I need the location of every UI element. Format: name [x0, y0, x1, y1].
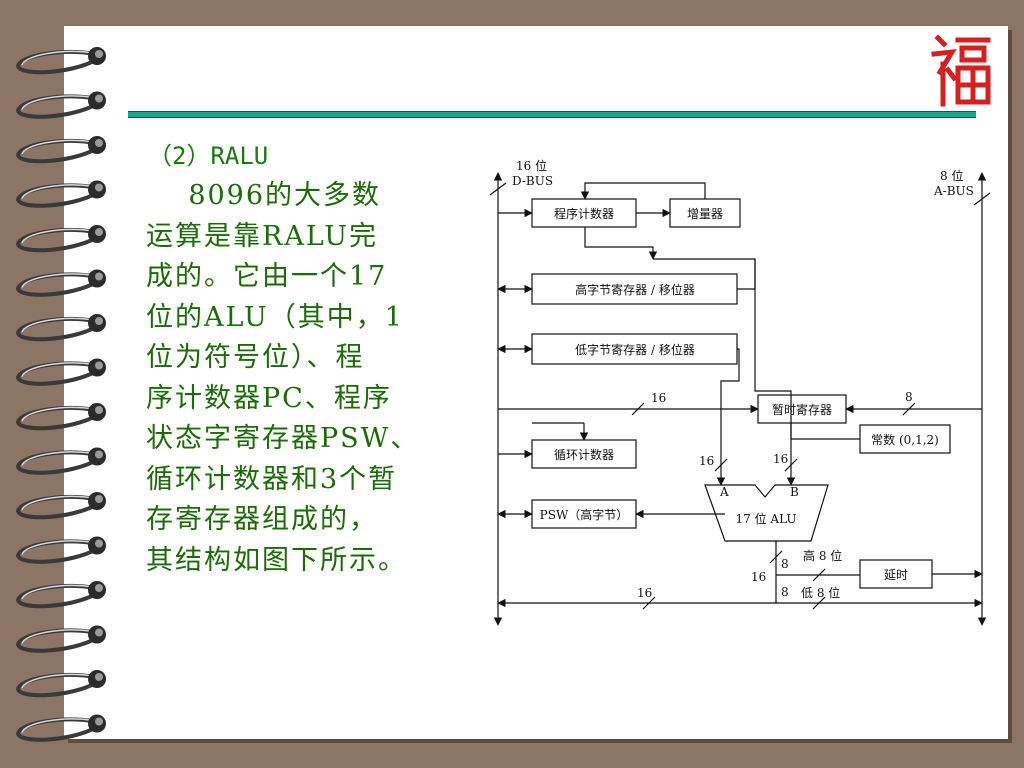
header-rule: [128, 111, 976, 118]
binding-ring: [15, 714, 106, 742]
bottom-bus-tick: [642, 596, 656, 610]
binding-ring: [15, 225, 106, 253]
psw-label: PSW（高字节）: [540, 507, 629, 522]
binding-ring: [15, 136, 106, 164]
dbus-width-label: 16 位: [516, 158, 547, 173]
binding-ring: [15, 269, 106, 297]
high-reg-label: 高字节寄存器 / 移位器: [575, 282, 695, 297]
paragraph-line: 位为符号位）、程: [146, 342, 365, 373]
fu-seal-logo: [931, 34, 991, 107]
out-high-label: 高 8 位: [803, 548, 842, 563]
low-reg-label: 低字节寄存器 / 移位器: [575, 342, 695, 357]
out-high-width-label: 8: [781, 557, 789, 571]
bus8-tick: [902, 402, 916, 416]
abus-name-label: A-BUS: [933, 184, 974, 198]
bus8-label: 8: [905, 390, 913, 404]
binding-ring: [15, 581, 106, 609]
paragraph-line: 序计数器PC、程序: [146, 382, 392, 414]
out-low-width-label: 8: [781, 585, 789, 599]
bottom-bus-label: 16: [637, 586, 652, 600]
binding-ring: [15, 180, 106, 208]
paragraph-line: 运算是靠RALU完: [146, 220, 379, 252]
notebook-page: [64, 26, 1008, 739]
abus-width-tick: [973, 192, 991, 206]
binding-ring: [15, 47, 106, 75]
binding-ring: [15, 625, 106, 653]
description-paragraph: 8096的大多数 运算是靠RALU完 成的。它由一个17 位的ALU（其中，1 …: [146, 176, 446, 581]
alu-output-tick: [769, 550, 783, 564]
alu-a-label: A: [719, 485, 729, 499]
spiral-binding: [15, 47, 106, 742]
constant-label: 常数 (0,1,2): [871, 432, 939, 447]
paragraph-line: 位的ALU（其中，1: [146, 301, 404, 333]
out-low-label: 低 8 位: [801, 585, 840, 600]
alu-label: 17 位 ALU: [736, 511, 797, 526]
binding-ring: [15, 358, 106, 386]
alu-block: [704, 484, 829, 542]
out-total-label: 16: [751, 570, 766, 584]
paragraph-line: 存寄存器组成的，: [146, 504, 378, 535]
binding-ring: [15, 403, 106, 431]
binding-ring: [15, 91, 106, 119]
section-heading: （2）RALU: [148, 142, 269, 170]
bus16-label: 16: [651, 391, 666, 405]
loop-counter-label: 循环计数器: [554, 447, 614, 462]
binding-ring: [15, 670, 106, 698]
binding-ring: [15, 536, 106, 564]
temp-reg-label: 暂时寄存器: [772, 402, 832, 417]
alu-b-label: B: [790, 485, 799, 499]
pc-down-line: [584, 227, 658, 260]
incrementer-label: 增量器: [687, 207, 723, 221]
paragraph-line: 其结构如图下所示。: [146, 544, 407, 576]
paragraph-line: 成的。它由一个17: [146, 261, 388, 292]
high8-tick: [812, 568, 826, 582]
paragraph-line: 状态字寄存器PSW、: [146, 423, 420, 454]
ralu-block-diagram: 16 位 D-BUS 8 位 A-BUS 程序计数器 增量器 高字节寄存器 / …: [489, 158, 991, 626]
paragraph-line: 循环计数器和3个暂: [146, 463, 398, 495]
binding-ring: [15, 447, 106, 475]
alu-a-width-tick: [714, 458, 728, 472]
alu-b-width-label: 16: [773, 452, 788, 466]
alu-b-width-tick: [784, 458, 798, 472]
delay-label: 延时: [884, 568, 908, 582]
paragraph-line: 8096的大多数: [146, 180, 382, 211]
abus-width-label: 8 位: [940, 168, 963, 183]
binding-ring: [15, 314, 106, 342]
dbus-width-tick: [489, 182, 507, 196]
alu-a-width-label: 16: [699, 454, 714, 468]
low-reg-to-alu-a: [716, 348, 740, 486]
bus16-tick: [631, 402, 645, 416]
pc-label: 程序计数器: [554, 206, 614, 221]
dbus-name-label: D-BUS: [512, 174, 553, 188]
pc-increment-loop: [580, 182, 706, 200]
binding-ring: [15, 492, 106, 520]
